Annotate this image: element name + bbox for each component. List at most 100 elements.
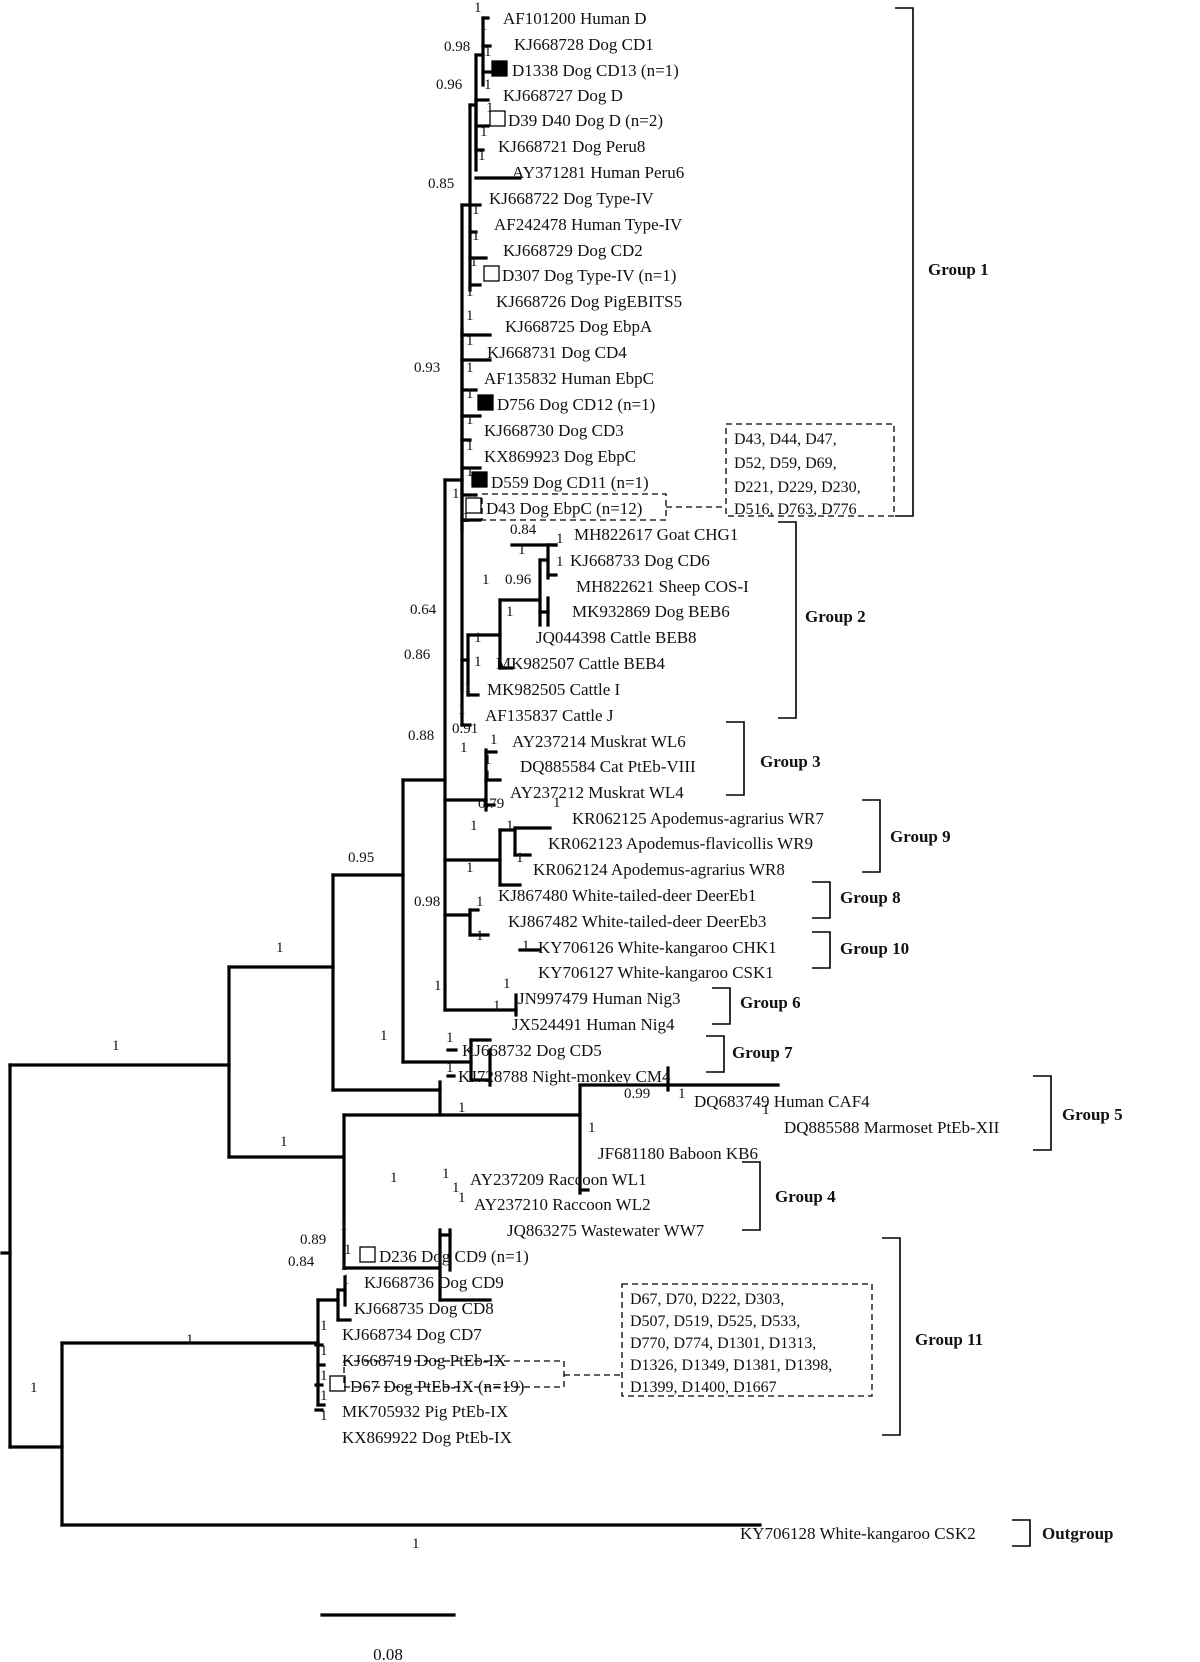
support-value: 1: [518, 542, 526, 558]
outgroup-bracket: [1012, 1519, 1031, 1547]
support-value: 1: [340, 1258, 348, 1274]
open-square-icon: [359, 1246, 376, 1263]
support-value: 0.98: [444, 39, 470, 55]
group11-isolates-line: D1326, D1349, D1381, D1398,: [630, 1357, 832, 1374]
isolate-markers: [329, 60, 508, 1392]
group11-bracket: [882, 1237, 901, 1436]
support-value: 1: [474, 0, 482, 16]
leaf-label: KJ668729 Dog CD2: [503, 241, 643, 260]
support-value: 1: [458, 702, 466, 718]
support-value: 1: [480, 18, 488, 34]
leaf-label: AY237214 Muskrat WL6: [512, 732, 686, 751]
support-value: 1: [434, 978, 442, 994]
leaf-label: KJ668721 Dog Peru8: [498, 137, 645, 156]
support-value: 1: [276, 940, 284, 956]
support-value: 1: [464, 680, 472, 696]
tree-branches: [0, 16, 780, 1527]
group1-isolates-line: D43, D44, D47,: [734, 431, 837, 448]
filled-square-icon: [477, 394, 494, 411]
leaf-label: MK705932 Pig PtEb-IX: [342, 1402, 508, 1421]
group6-bracket: [712, 987, 731, 1025]
support-value: 0.86: [404, 647, 431, 663]
leaf-label: JX524491 Human Nig4: [512, 1015, 675, 1034]
leaf-label: KJ668722 Dog Type-IV: [489, 189, 654, 208]
leaf-label: DQ885584 Cat PtEb-VIII: [520, 757, 696, 776]
scale-bar-label: 0.08: [373, 1645, 403, 1662]
support-value: 1: [446, 1030, 454, 1046]
group-brackets: Group 1 Group 2 Group 3 Group 9 Group 8 …: [706, 7, 1123, 1547]
support-value: 1: [484, 752, 492, 768]
group9-bracket: [862, 799, 881, 873]
group-label: Group 6: [740, 993, 801, 1012]
leaf-label: MH822617 Goat CHG1: [574, 525, 738, 544]
support-value: 1: [466, 360, 474, 376]
filled-square-icon: [491, 60, 508, 77]
group7-bracket: [706, 1035, 725, 1073]
support-value: 1: [452, 486, 460, 502]
support-value: 1: [112, 1038, 120, 1054]
support-value: 1: [462, 510, 470, 526]
support-value: 1: [458, 1100, 466, 1116]
support-value: 0.84: [288, 1254, 315, 1270]
support-value: 1: [556, 554, 564, 570]
leaf-label: KJ668736 Dog CD9: [364, 1273, 504, 1292]
support-value: 1: [678, 1086, 686, 1102]
support-value: 1: [320, 1343, 328, 1359]
support-value: 1: [466, 464, 474, 480]
leaf-label: JF681180 Baboon KB6: [598, 1144, 758, 1163]
leaf-label: KJ867482 White-tailed-deer DeerEb3: [508, 912, 766, 931]
support-value: 1: [484, 77, 492, 93]
group1-isolates-line: D221, D229, D230,: [734, 479, 861, 496]
support-value: 1: [320, 1388, 328, 1404]
support-value: 1: [490, 732, 498, 748]
support-value: 1: [466, 386, 474, 402]
open-square-icon: [489, 110, 506, 127]
open-square-icon: [465, 497, 482, 514]
group-label: Group 11: [915, 1330, 983, 1349]
leaf-label: KJ728788 Night-monkey CM4: [458, 1067, 671, 1086]
dashed-annotations: D43, D44, D47, D52, D59, D69, D221, D229…: [343, 423, 895, 1397]
support-value: 1: [466, 412, 474, 428]
support-value: 0.89: [300, 1232, 326, 1248]
group3-bracket: [726, 721, 745, 796]
support-value: 1: [522, 938, 530, 954]
open-square-icon: [329, 1375, 346, 1392]
support-value: 0.91: [452, 721, 478, 737]
leaf-label: D236 Dog CD9 (n=1): [379, 1247, 529, 1266]
leaf-label: DQ683749 Human CAF4: [694, 1092, 870, 1111]
group-label: Group 8: [840, 888, 901, 907]
leaf-label: D756 Dog CD12 (n=1): [497, 395, 655, 414]
group5-bracket: [1033, 1075, 1052, 1151]
leaf-label: KJ867480 White-tailed-deer DeerEb1: [498, 886, 756, 905]
group-label: Group 7: [732, 1043, 793, 1062]
support-value: 1: [390, 1170, 398, 1186]
support-value: 1: [472, 228, 480, 244]
leaf-label: JN997479 Human Nig3: [518, 989, 680, 1008]
leaf-label: AY371281 Human Peru6: [512, 163, 684, 182]
support-value: 1: [466, 308, 474, 324]
support-value: 1: [340, 1218, 348, 1234]
group10-bracket: [812, 931, 831, 969]
support-value: 0.99: [624, 1086, 650, 1102]
leaf-label: KJ668728 Dog CD1: [514, 35, 654, 54]
support-value: 1: [484, 44, 492, 60]
leaf-label: KY706127 White-kangaroo CSK1: [538, 963, 774, 982]
support-value: 1: [342, 1272, 350, 1288]
group-label: Group 9: [890, 827, 951, 846]
open-square-icon: [483, 265, 500, 282]
support-value: 1: [280, 1134, 288, 1150]
leaf-label: KJ668727 Dog D: [503, 86, 623, 105]
support-value: 1: [466, 284, 474, 300]
group1-isolates-line: D52, D59, D69,: [734, 455, 837, 472]
group-label: Group 3: [760, 752, 821, 771]
group-label: Outgroup: [1042, 1524, 1114, 1543]
support-value: 1: [460, 740, 468, 756]
leaf-label: KJ668732 Dog CD5: [462, 1041, 602, 1060]
leaf-label: KJ668734 Dog CD7: [342, 1325, 482, 1344]
support-value: 1: [588, 1120, 596, 1136]
support-value: 1: [506, 818, 514, 834]
support-value: 1: [466, 860, 474, 876]
support-value: 0.95: [348, 850, 374, 866]
leaf-label: KY706126 White-kangaroo CHK1: [538, 938, 777, 957]
